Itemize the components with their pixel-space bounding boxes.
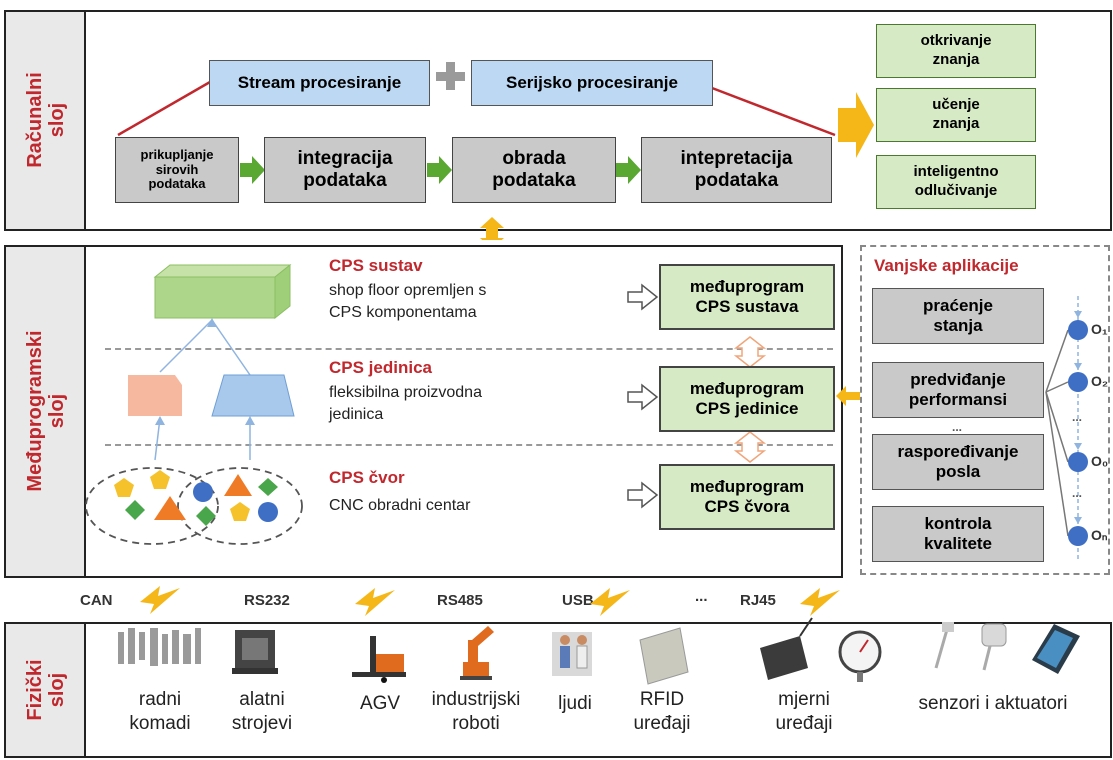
cps-unit-orange-icon [128,375,182,416]
middleware-layer-sidebar [6,247,86,576]
external-apps-panel [860,245,1110,575]
cps-unit-blue-icon [211,374,295,417]
device-label: senzori i aktuatori [918,693,1068,714]
level-divider [105,348,833,350]
protocol-label: RS232 [244,592,290,609]
gold-arrow-icon [838,92,874,158]
protocol-label: CAN [80,592,113,609]
batch-processing-box: Serijsko procesiranje [471,60,713,106]
device-label: AGV [359,693,401,714]
device-label: mjerni uređaji [775,689,833,734]
computing-layer-sidebar [6,12,86,229]
external-apps-title: Vanjske aplikacije [874,256,1019,275]
pipeline-step-integrate: integracija podataka [264,137,426,203]
app-quality-control: kontrola kvalitete [872,506,1044,562]
apps-ellipsis: ... [952,420,963,434]
cps-unit-title: CPS jedinica [329,358,432,377]
app-performance-prediction: predviđanje performansi [872,362,1044,418]
protocol-label: RJ45 [740,592,776,609]
rfid-device-icon [639,627,689,685]
hollow-arrow-icon [627,383,659,411]
device-label: industrijski roboti [431,689,521,734]
device-label: alatni strojevi [231,689,293,734]
cps-hierarchy-diagram [85,263,860,545]
cps-node-desc: CNC obradni centar [329,497,471,514]
hollow-arrow-icon [627,283,659,311]
lightning-icon [355,588,395,616]
double-arrow-icon [836,386,860,406]
industrial-robot-icon [460,626,494,680]
middleware-cps-node-box: međuprogram CPS čvora [659,464,835,530]
output-ellipsis: ... [1072,410,1083,424]
double-arrow-icon [480,217,504,240]
sensor-icon [981,623,1007,671]
circle-icon [193,482,213,502]
app-condition-monitoring: praćenje stanja [872,288,1044,344]
pentagon-icon [150,470,170,489]
cps-system-block-icon [153,263,292,320]
circle-icon [258,502,278,522]
protocol-label: RS485 [437,592,483,609]
lightning-icon [140,586,180,614]
triangle-icon [224,474,252,496]
hollow-arrow-icon [627,481,659,509]
plus-icon [436,62,465,90]
smartphone-icon [1032,624,1080,674]
output-ellipsis: ... [1072,486,1083,500]
arrow-right-icon [427,156,452,184]
device-label: ljudi [558,693,592,714]
output-node-icon [1068,372,1088,392]
outcome-intelligent-decision: inteligentno odlučivanje [876,155,1036,209]
app-job-scheduling: raspoređivanje posla [872,434,1044,490]
double-arrow-outline-icon [733,336,767,463]
people-icon [552,632,592,676]
physical-layer-sidebar [6,624,86,756]
output-label: O₂ [1091,373,1109,389]
lightning-icon [590,588,630,616]
diamond-icon [125,500,145,520]
triangle-icon [154,496,186,520]
protocol-bolts [140,586,840,616]
output-label: O₁ [1091,321,1108,337]
sensor-icon [934,622,954,669]
computing-connectors [117,62,874,240]
pentagon-icon [114,478,134,497]
arrow-right-icon [616,156,641,184]
cps-system-desc: shop floor opremljen s CPS komponentama [329,282,487,321]
level-divider [105,444,833,446]
output-label: Oₙ [1091,527,1108,543]
pipeline-step-process: obrada podataka [452,137,616,203]
pentagon-icon [230,502,250,521]
apps-output-diagram [1045,296,1088,560]
outcome-knowledge-discovery: otkrivanje znanja [876,24,1036,78]
diamond-icon [196,506,216,526]
cps-unit-desc: fleksibilna proizvodna jedinica [329,384,482,423]
cps-system-title: CPS sustav [329,256,423,275]
workpieces-icon [118,628,201,666]
arrow-right-icon [240,156,265,184]
machine-tool-icon [232,630,278,674]
measuring-device-icon [760,617,813,680]
agv-icon [352,636,406,683]
output-node-icon [1068,452,1088,472]
output-label: O₀ [1091,453,1109,469]
device-label: RFID uređaji [633,689,691,734]
diamond-icon [258,478,278,496]
pipeline-step-collect: prikupljanje sirovih podataka [115,137,239,203]
protocol-label: USB [562,592,594,609]
middleware-cps-system-box: međuprogram CPS sustava [659,264,835,330]
protocol-label: ... [695,588,708,605]
output-node-icon [1068,320,1088,340]
cps-node-title: CPS čvor [329,468,405,487]
middleware-cps-unit-box: međuprogram CPS jedinice [659,366,835,432]
dial-gauge-icon [838,630,882,682]
stream-processing-box: Stream procesiranje [209,60,430,106]
lightning-icon [800,588,840,616]
output-node-icon [1068,526,1088,546]
pipeline-step-interpret: intepretacija podataka [641,137,832,203]
outcome-knowledge-learning: učenje znanja [876,88,1036,142]
device-label: radni komadi [129,689,191,734]
